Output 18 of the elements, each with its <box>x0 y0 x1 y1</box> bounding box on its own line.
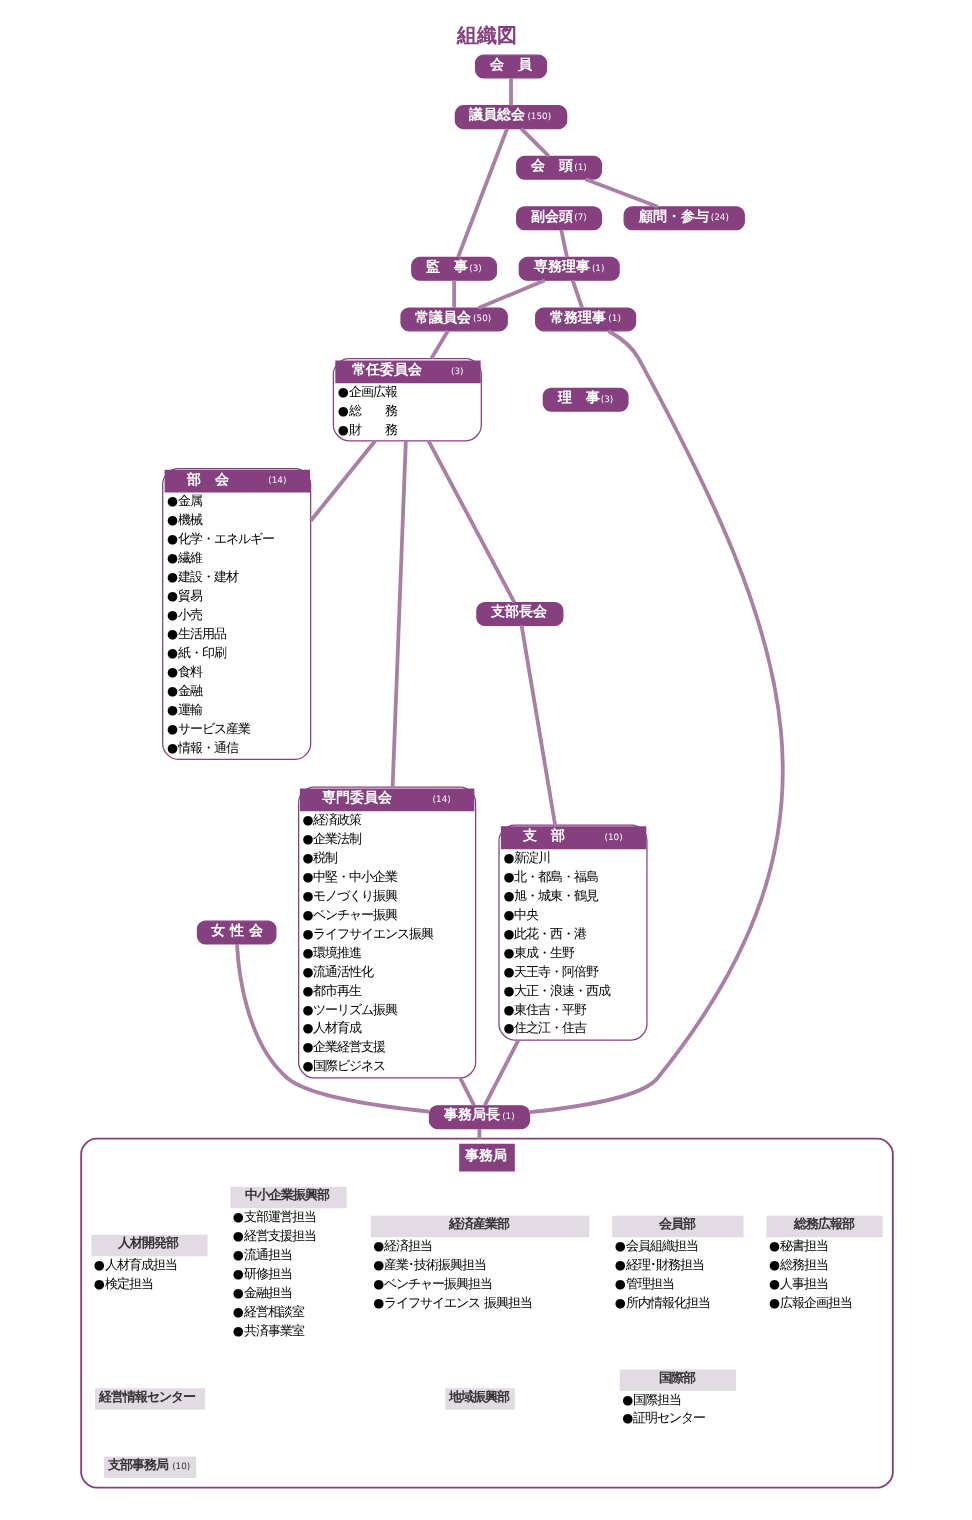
connector <box>308 439 376 522</box>
diagram-title: 組織図 <box>455 26 516 49</box>
connector <box>455 127 508 258</box>
connector <box>518 127 550 158</box>
connector <box>569 279 583 309</box>
connector <box>234 943 429 1114</box>
connector <box>558 229 568 258</box>
connector <box>389 440 407 788</box>
connector <box>457 1077 475 1107</box>
connector <box>583 177 658 209</box>
connector <box>451 280 456 308</box>
connector <box>476 278 545 310</box>
connector <box>425 439 516 604</box>
connector <box>508 78 512 106</box>
connector <box>518 625 556 826</box>
connector <box>482 1039 519 1107</box>
connector <box>528 329 784 1115</box>
connector <box>428 329 449 360</box>
